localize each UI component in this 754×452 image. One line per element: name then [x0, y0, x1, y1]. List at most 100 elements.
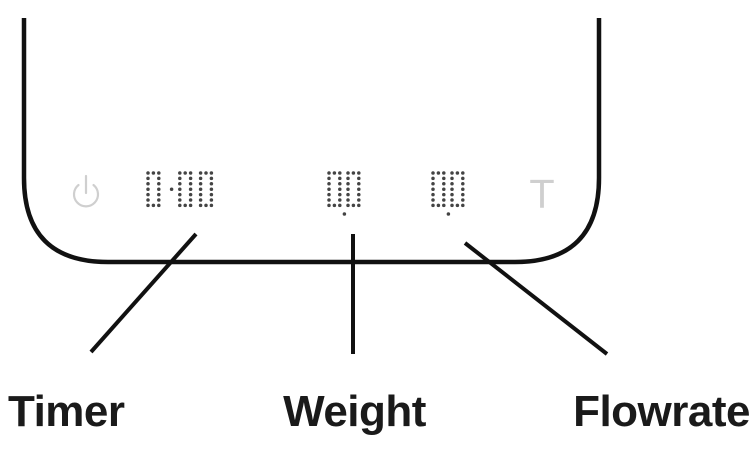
- display-dot: [450, 198, 454, 202]
- display-dot: [146, 182, 150, 186]
- display-dot: [204, 203, 208, 208]
- display-dot: [431, 182, 435, 186]
- flowrate-display: [431, 171, 465, 216]
- display-dot: [157, 187, 161, 191]
- weight-label: Weight: [283, 387, 426, 436]
- display-dot: [346, 192, 350, 197]
- display-dot: [188, 192, 193, 197]
- display-dot: [198, 176, 203, 181]
- weight-display: [327, 171, 361, 216]
- display-dot: [357, 176, 361, 181]
- decimal-point: [342, 212, 347, 216]
- timer-leader-line: [89, 232, 198, 354]
- display-dot: [151, 171, 156, 175]
- display-dot: [146, 171, 150, 175]
- display-dot: [431, 171, 435, 175]
- display-dot: [146, 198, 150, 202]
- display-dot: [188, 187, 193, 191]
- display-dot: [461, 171, 465, 175]
- display-dot: [157, 192, 161, 197]
- display-dot: [442, 203, 446, 208]
- tare-button[interactable]: T: [529, 173, 554, 217]
- display-dot: [431, 192, 435, 197]
- display-dot: [442, 192, 446, 197]
- display-dot: [178, 182, 182, 186]
- display-dot: [450, 182, 454, 186]
- display-dot: [332, 171, 337, 175]
- display-dot: [157, 171, 161, 175]
- display-dot: [455, 171, 460, 175]
- display-dot: [436, 171, 441, 175]
- display-dot: [198, 187, 203, 191]
- power-button[interactable]: [72, 174, 100, 208]
- display-dot: [327, 192, 331, 197]
- display-dot: [461, 203, 465, 208]
- display-dot: [346, 198, 350, 202]
- display-dot: [188, 203, 193, 208]
- display-dot: [178, 192, 182, 197]
- display-dot: [157, 182, 161, 186]
- display-dot: [146, 192, 150, 197]
- display-dot: [146, 187, 150, 191]
- display-dot: [178, 198, 182, 202]
- display-dot: [450, 203, 454, 208]
- display-dot: [346, 182, 350, 186]
- display-dot: [431, 198, 435, 202]
- display-dot: [431, 187, 435, 191]
- display-dot: [455, 203, 460, 208]
- display-dot: [442, 171, 446, 175]
- display-dot: [442, 182, 446, 186]
- colon-dot: [169, 187, 174, 191]
- display-dot: [461, 192, 465, 197]
- display-dot: [338, 198, 342, 202]
- display-dot: [151, 203, 156, 208]
- display-dot: [346, 203, 350, 208]
- display-dot: [178, 203, 182, 208]
- display-dot: [178, 176, 182, 181]
- display-dot: [436, 203, 441, 208]
- display-dot: [178, 171, 182, 175]
- display-dot: [431, 176, 435, 181]
- display-dot: [209, 192, 214, 197]
- power-icon: [72, 174, 100, 208]
- display-dot: [198, 182, 203, 186]
- display-dot: [178, 187, 182, 191]
- display-dot: [461, 182, 465, 186]
- display-dot: [209, 203, 214, 208]
- display-dot: [346, 187, 350, 191]
- display-dot: [450, 176, 454, 181]
- display-dot: [357, 171, 361, 175]
- display-dot: [209, 187, 214, 191]
- display-dot: [338, 171, 342, 175]
- display-dot: [351, 171, 356, 175]
- display-dot: [332, 203, 337, 208]
- decimal-point: [446, 212, 451, 216]
- display-dot: [338, 203, 342, 208]
- display-dot: [327, 171, 331, 175]
- display-dot: [461, 187, 465, 191]
- display-dot: [357, 192, 361, 197]
- display-dot: [327, 203, 331, 208]
- display-dot: [357, 203, 361, 208]
- timer-display: [146, 171, 214, 208]
- display-dot: [442, 187, 446, 191]
- display-dot: [442, 198, 446, 202]
- display-dot: [183, 203, 187, 208]
- display-dot: [338, 176, 342, 181]
- display-dot: [338, 182, 342, 186]
- display-dot: [204, 171, 208, 175]
- display-dot: [188, 198, 193, 202]
- display-dot: [450, 171, 454, 175]
- device-frame: [21, 18, 602, 265]
- display-dot: [188, 182, 193, 186]
- display-dot: [209, 182, 214, 186]
- flowrate-leader-line: [463, 241, 609, 356]
- display-dot: [327, 187, 331, 191]
- display-dot: [357, 198, 361, 202]
- display-dot: [450, 192, 454, 197]
- display-dot: [198, 171, 203, 175]
- display-dot: [461, 198, 465, 202]
- display-dot: [338, 192, 342, 197]
- display-dot: [209, 171, 214, 175]
- display-dot: [357, 187, 361, 191]
